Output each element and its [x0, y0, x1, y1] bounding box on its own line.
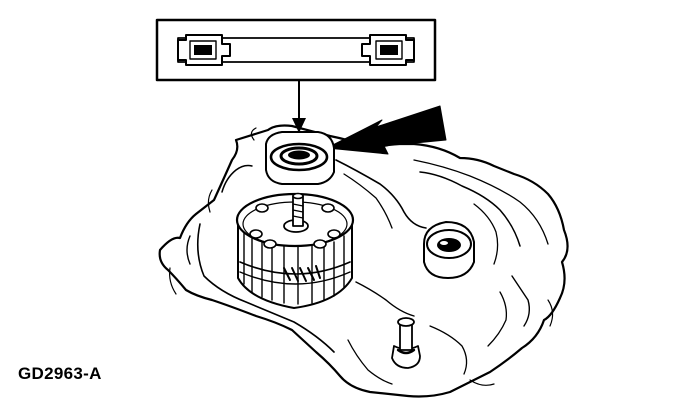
drum-gear-teeth [283, 265, 321, 282]
leader-arrow [292, 79, 306, 133]
input-shaft [292, 192, 304, 227]
seal-lip-left [177, 34, 231, 66]
seal-detail-inset [155, 18, 437, 82]
seal [265, 131, 335, 185]
transmission-case [158, 124, 569, 398]
case-boss [423, 221, 475, 279]
figure-label: GD2963-A [18, 364, 102, 383]
seal-lip-right [361, 34, 415, 66]
case-stud [391, 317, 421, 369]
